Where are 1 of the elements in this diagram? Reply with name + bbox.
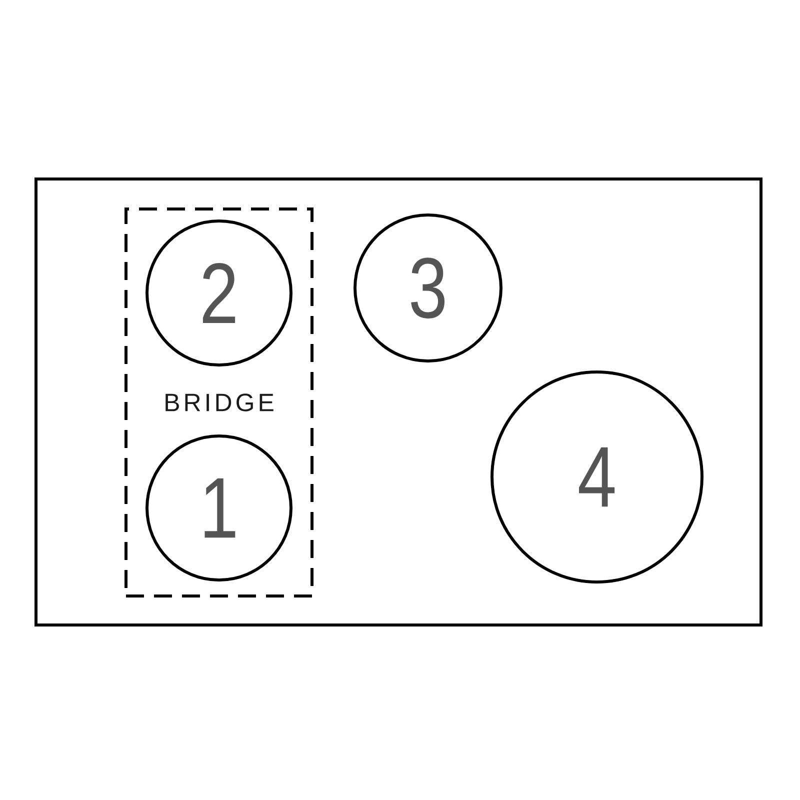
cooktop-outline bbox=[34, 178, 762, 626]
